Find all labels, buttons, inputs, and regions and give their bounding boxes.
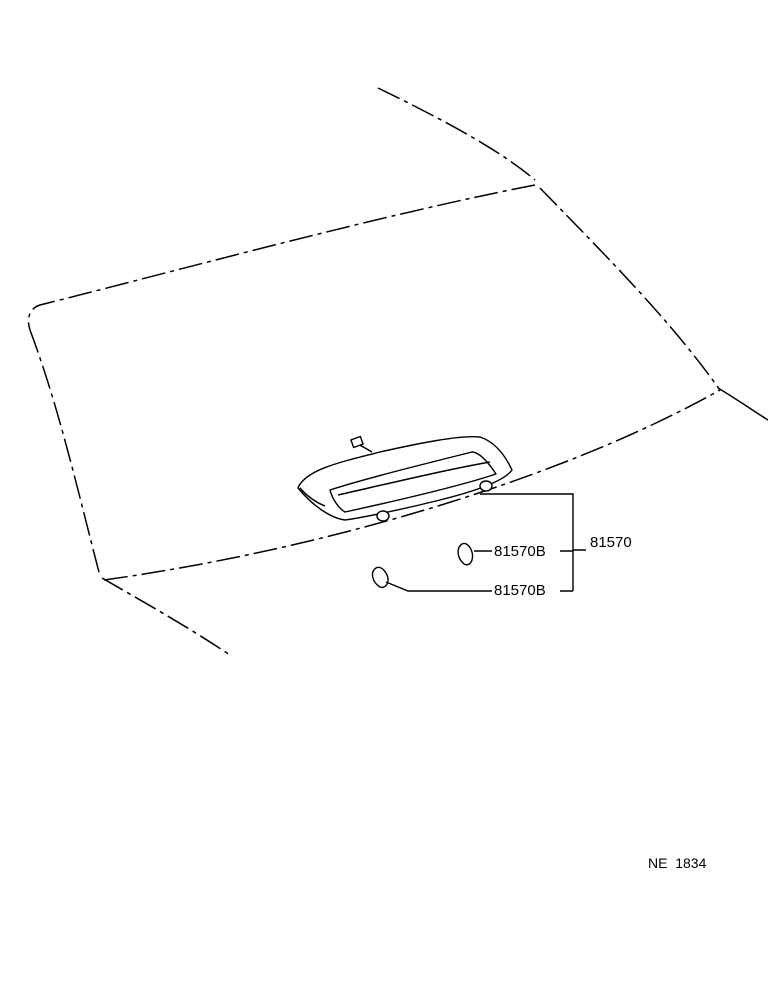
drawing-code: NE 1834 <box>648 855 707 871</box>
window-bottom-line <box>103 389 721 581</box>
stop-lamp-assembly <box>297 435 513 522</box>
roof-edge-line <box>377 87 536 181</box>
grommet-lower-icon <box>371 566 389 589</box>
window-top-line <box>27 184 536 331</box>
leader-81570 <box>480 493 586 591</box>
grommet-upper-icon <box>457 542 474 566</box>
right-pillar-line <box>539 187 721 391</box>
part-number-81570b-lower: 81570B <box>494 582 546 599</box>
part-number-81570b-upper: 81570B <box>494 543 546 560</box>
leader-81570B-lower <box>385 581 573 592</box>
lower-body-line <box>101 577 231 656</box>
trunk-edge-line <box>717 387 768 421</box>
part-number-81570: 81570 <box>590 534 632 551</box>
left-pillar-line <box>29 329 101 577</box>
